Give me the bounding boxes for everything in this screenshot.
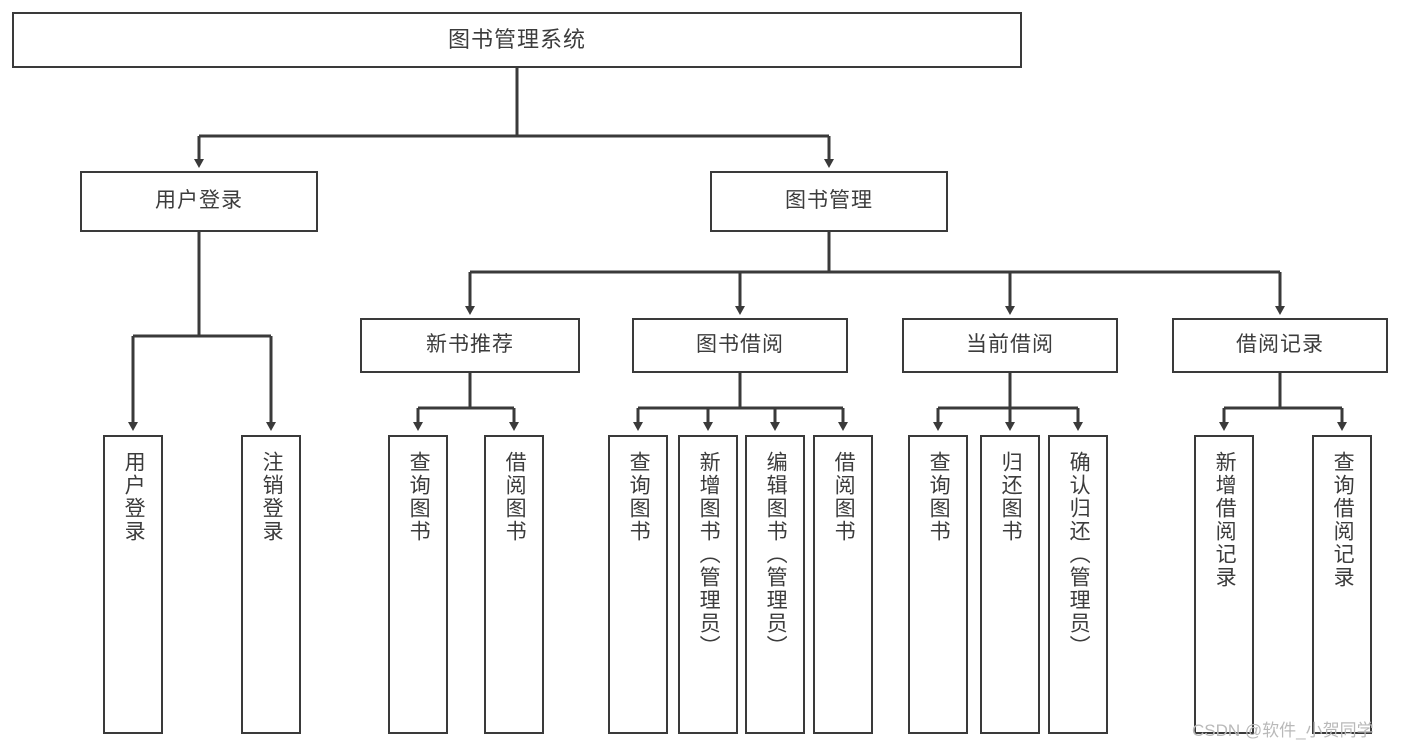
node-user-login-label: 用户登录 <box>155 189 243 213</box>
leaf-confirm-return-admin[interactable]: 确认归还（管理员） <box>1048 435 1108 734</box>
node-book-borrow-label: 图书借阅 <box>696 333 784 357</box>
leaf-logout[interactable]: 注销登录 <box>241 435 301 734</box>
node-book-management-label: 图书管理 <box>785 189 873 213</box>
node-user-login[interactable]: 用户登录 <box>80 171 318 232</box>
leaf-query-book-borrow-label: 查询图书 <box>627 451 651 543</box>
leaf-return-book[interactable]: 归还图书 <box>980 435 1040 734</box>
node-new-book-recommend-label: 新书推荐 <box>426 333 514 357</box>
node-new-book-recommend[interactable]: 新书推荐 <box>360 318 580 373</box>
leaf-borrow-book-label: 借阅图书 <box>832 451 856 543</box>
node-borrow-record[interactable]: 借阅记录 <box>1172 318 1388 373</box>
leaf-query-borrow-record[interactable]: 查询借阅记录 <box>1312 435 1372 734</box>
leaf-query-book-new[interactable]: 查询图书 <box>388 435 448 734</box>
leaf-query-borrow-record-label: 查询借阅记录 <box>1331 451 1355 589</box>
leaf-edit-book-admin[interactable]: 编辑图书（管理员） <box>745 435 805 734</box>
leaf-add-borrow-record[interactable]: 新增借阅记录 <box>1194 435 1254 734</box>
leaf-borrow-book[interactable]: 借阅图书 <box>813 435 873 734</box>
leaf-borrow-book-new[interactable]: 借阅图书 <box>484 435 544 734</box>
leaf-add-borrow-record-label: 新增借阅记录 <box>1213 451 1237 589</box>
node-book-borrow[interactable]: 图书借阅 <box>632 318 848 373</box>
leaf-query-book-new-label: 查询图书 <box>407 451 431 543</box>
leaf-add-book-admin[interactable]: 新增图书（管理员） <box>678 435 738 734</box>
node-current-borrow[interactable]: 当前借阅 <box>902 318 1118 373</box>
node-current-borrow-label: 当前借阅 <box>966 333 1054 357</box>
csdn-watermark: CSDN @软件_小贺同学 <box>1192 721 1374 740</box>
leaf-edit-book-admin-label: 编辑图书（管理员） <box>764 451 788 658</box>
leaf-query-book-current[interactable]: 查询图书 <box>908 435 968 734</box>
leaf-add-book-admin-label: 新增图书（管理员） <box>697 451 721 658</box>
node-borrow-record-label: 借阅记录 <box>1236 333 1324 357</box>
leaf-borrow-book-new-label: 借阅图书 <box>503 451 527 543</box>
node-root-label: 图书管理系统 <box>447 27 586 53</box>
leaf-return-book-label: 归还图书 <box>999 451 1023 543</box>
node-root[interactable]: 图书管理系统 <box>12 12 1022 68</box>
leaf-query-book-borrow[interactable]: 查询图书 <box>608 435 668 734</box>
leaf-user-login-label: 用户登录 <box>122 451 146 543</box>
node-book-management[interactable]: 图书管理 <box>710 171 948 232</box>
leaf-confirm-return-admin-label: 确认归还（管理员） <box>1067 451 1091 658</box>
leaf-user-login[interactable]: 用户登录 <box>103 435 163 734</box>
leaf-query-book-current-label: 查询图书 <box>927 451 951 543</box>
leaf-logout-label: 注销登录 <box>260 451 284 543</box>
